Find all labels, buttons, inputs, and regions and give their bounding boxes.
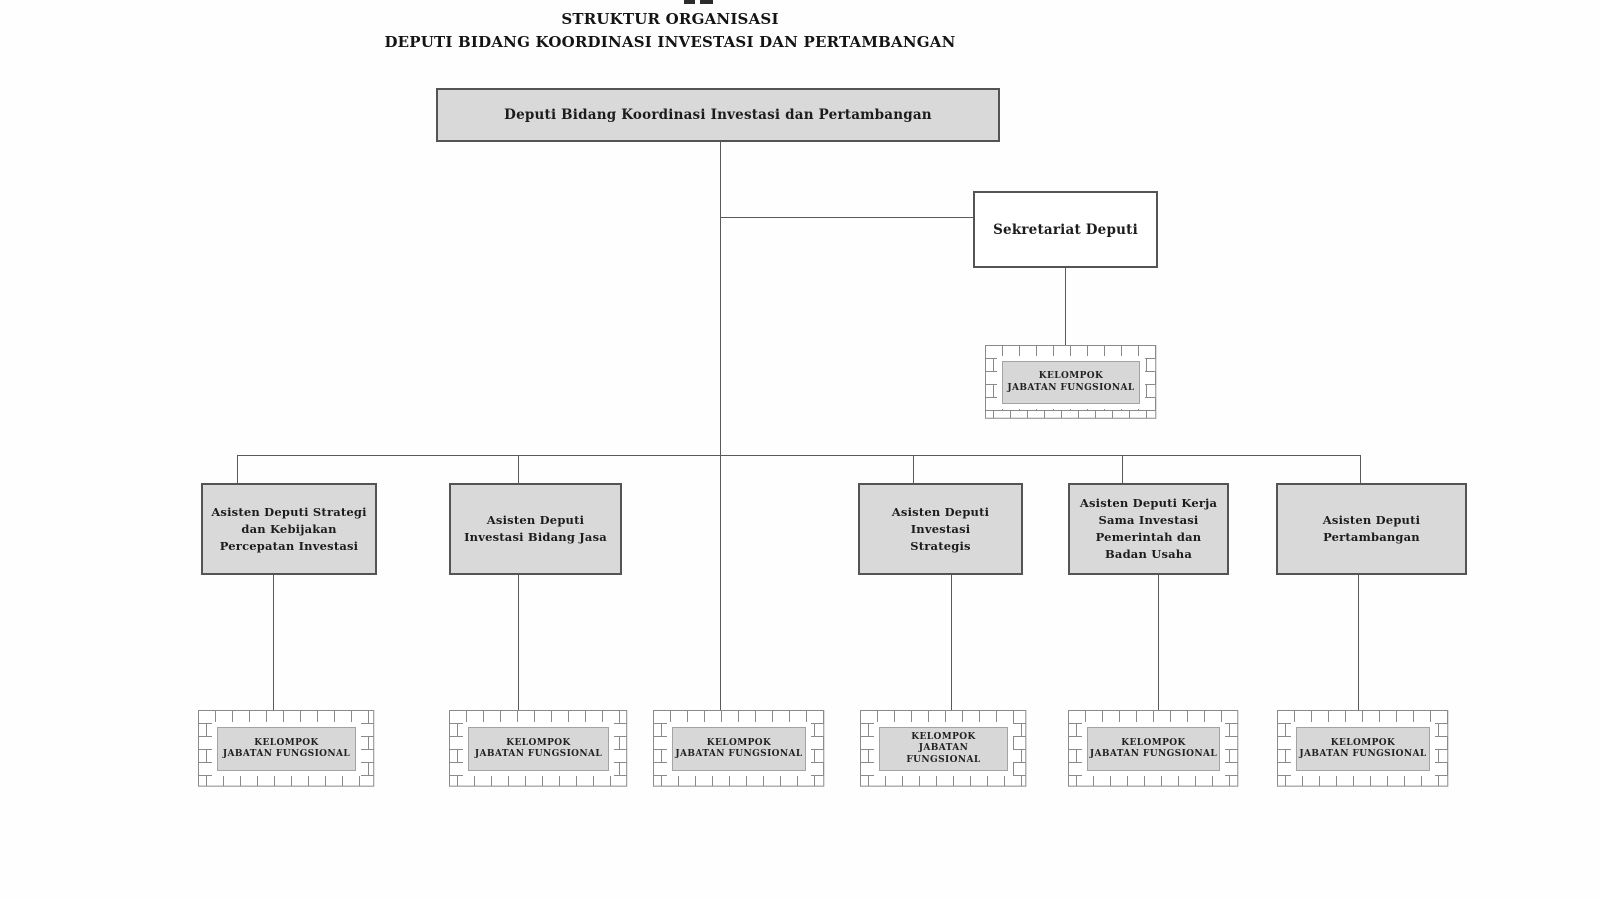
functional-group-6: KELOMPOK JABATAN FUNGSIONAL [1277,710,1449,788]
functional-group-label: KELOMPOK JABATAN FUNGSIONAL [1002,361,1140,404]
connector-asisten-2-to-group [518,575,519,710]
functional-group-3: KELOMPOK JABATAN FUNGSIONAL [653,710,825,788]
node-deputi-root-label: Deputi Bidang Koordinasi Investasi dan P… [504,107,932,123]
node-sekretariat-label: Sekretariat Deputi [993,221,1138,238]
title-line-1: STRUKTUR ORGANISASI [561,10,779,28]
functional-group-label: KELOMPOK JABATAN FUNGSIONAL [1087,727,1220,771]
functional-group-label: KELOMPOK JABATAN FUNGSIONAL [468,727,609,771]
node-asisten-strategi-kebijakan: Asisten Deputi Strategi dan Kebijakan Pe… [201,483,377,575]
node-asisten-4-label: Asisten Deputi Kerja Sama Investasi Peme… [1079,496,1218,561]
functional-group-2: KELOMPOK JABATAN FUNGSIONAL [449,710,628,788]
connector-assistants-rail [237,455,1360,456]
title-line-2: DEPUTI BIDANG KOORDINASI INVESTASI DAN P… [384,33,956,51]
connector-root-main-vertical [720,142,721,710]
chart-title: STRUKTUR ORGANISASI DEPUTI BIDANG KOORDI… [340,8,1000,54]
functional-group-sekretariat: KELOMPOK JABATAN FUNGSIONAL [985,345,1157,420]
node-deputi-root: Deputi Bidang Koordinasi Investasi dan P… [436,88,1000,142]
connector-drop-asisten-5 [1360,455,1361,483]
cropped-text-fragment [684,0,714,5]
functional-group-5: KELOMPOK JABATAN FUNGSIONAL [1068,710,1239,788]
connector-asisten-3-to-group [951,575,952,710]
node-sekretariat-deputi: Sekretariat Deputi [973,191,1158,268]
functional-group-label: KELOMPOK JABATAN FUNGSIONAL [879,727,1008,771]
connector-secretariat-horizontal [720,217,973,218]
node-asisten-5-label: Asisten Deputi Pertambangan [1322,513,1421,544]
functional-group-label: KELOMPOK JABATAN FUNGSIONAL [217,727,356,771]
connector-drop-asisten-2 [518,455,519,483]
functional-group-label: KELOMPOK JABATAN FUNGSIONAL [672,727,806,771]
node-asisten-investasi-bidang-jasa: Asisten Deputi Investasi Bidang Jasa [449,483,622,575]
connector-drop-asisten-3 [913,455,914,483]
connector-drop-asisten-1 [237,455,238,483]
functional-group-label: KELOMPOK JABATAN FUNGSIONAL [1296,727,1430,771]
connector-asisten-1-to-group [273,575,274,710]
node-asisten-kerja-sama-investasi: Asisten Deputi Kerja Sama Investasi Peme… [1068,483,1229,575]
connector-asisten-5-to-group [1358,575,1359,710]
functional-group-4: KELOMPOK JABATAN FUNGSIONAL [860,710,1027,788]
node-asisten-1-label: Asisten Deputi Strategi dan Kebijakan Pe… [211,504,367,553]
node-asisten-pertambangan: Asisten Deputi Pertambangan [1276,483,1467,575]
connector-secretariat-to-group [1065,268,1066,345]
node-asisten-3-label: Asisten Deputi Investasi Strategis [891,504,990,553]
functional-group-1: KELOMPOK JABATAN FUNGSIONAL [198,710,375,788]
connector-asisten-4-to-group [1158,575,1159,710]
node-asisten-investasi-strategis: Asisten Deputi Investasi Strategis [858,483,1023,575]
node-asisten-2-label: Asisten Deputi Investasi Bidang Jasa [464,513,607,544]
connector-drop-asisten-4 [1122,455,1123,483]
